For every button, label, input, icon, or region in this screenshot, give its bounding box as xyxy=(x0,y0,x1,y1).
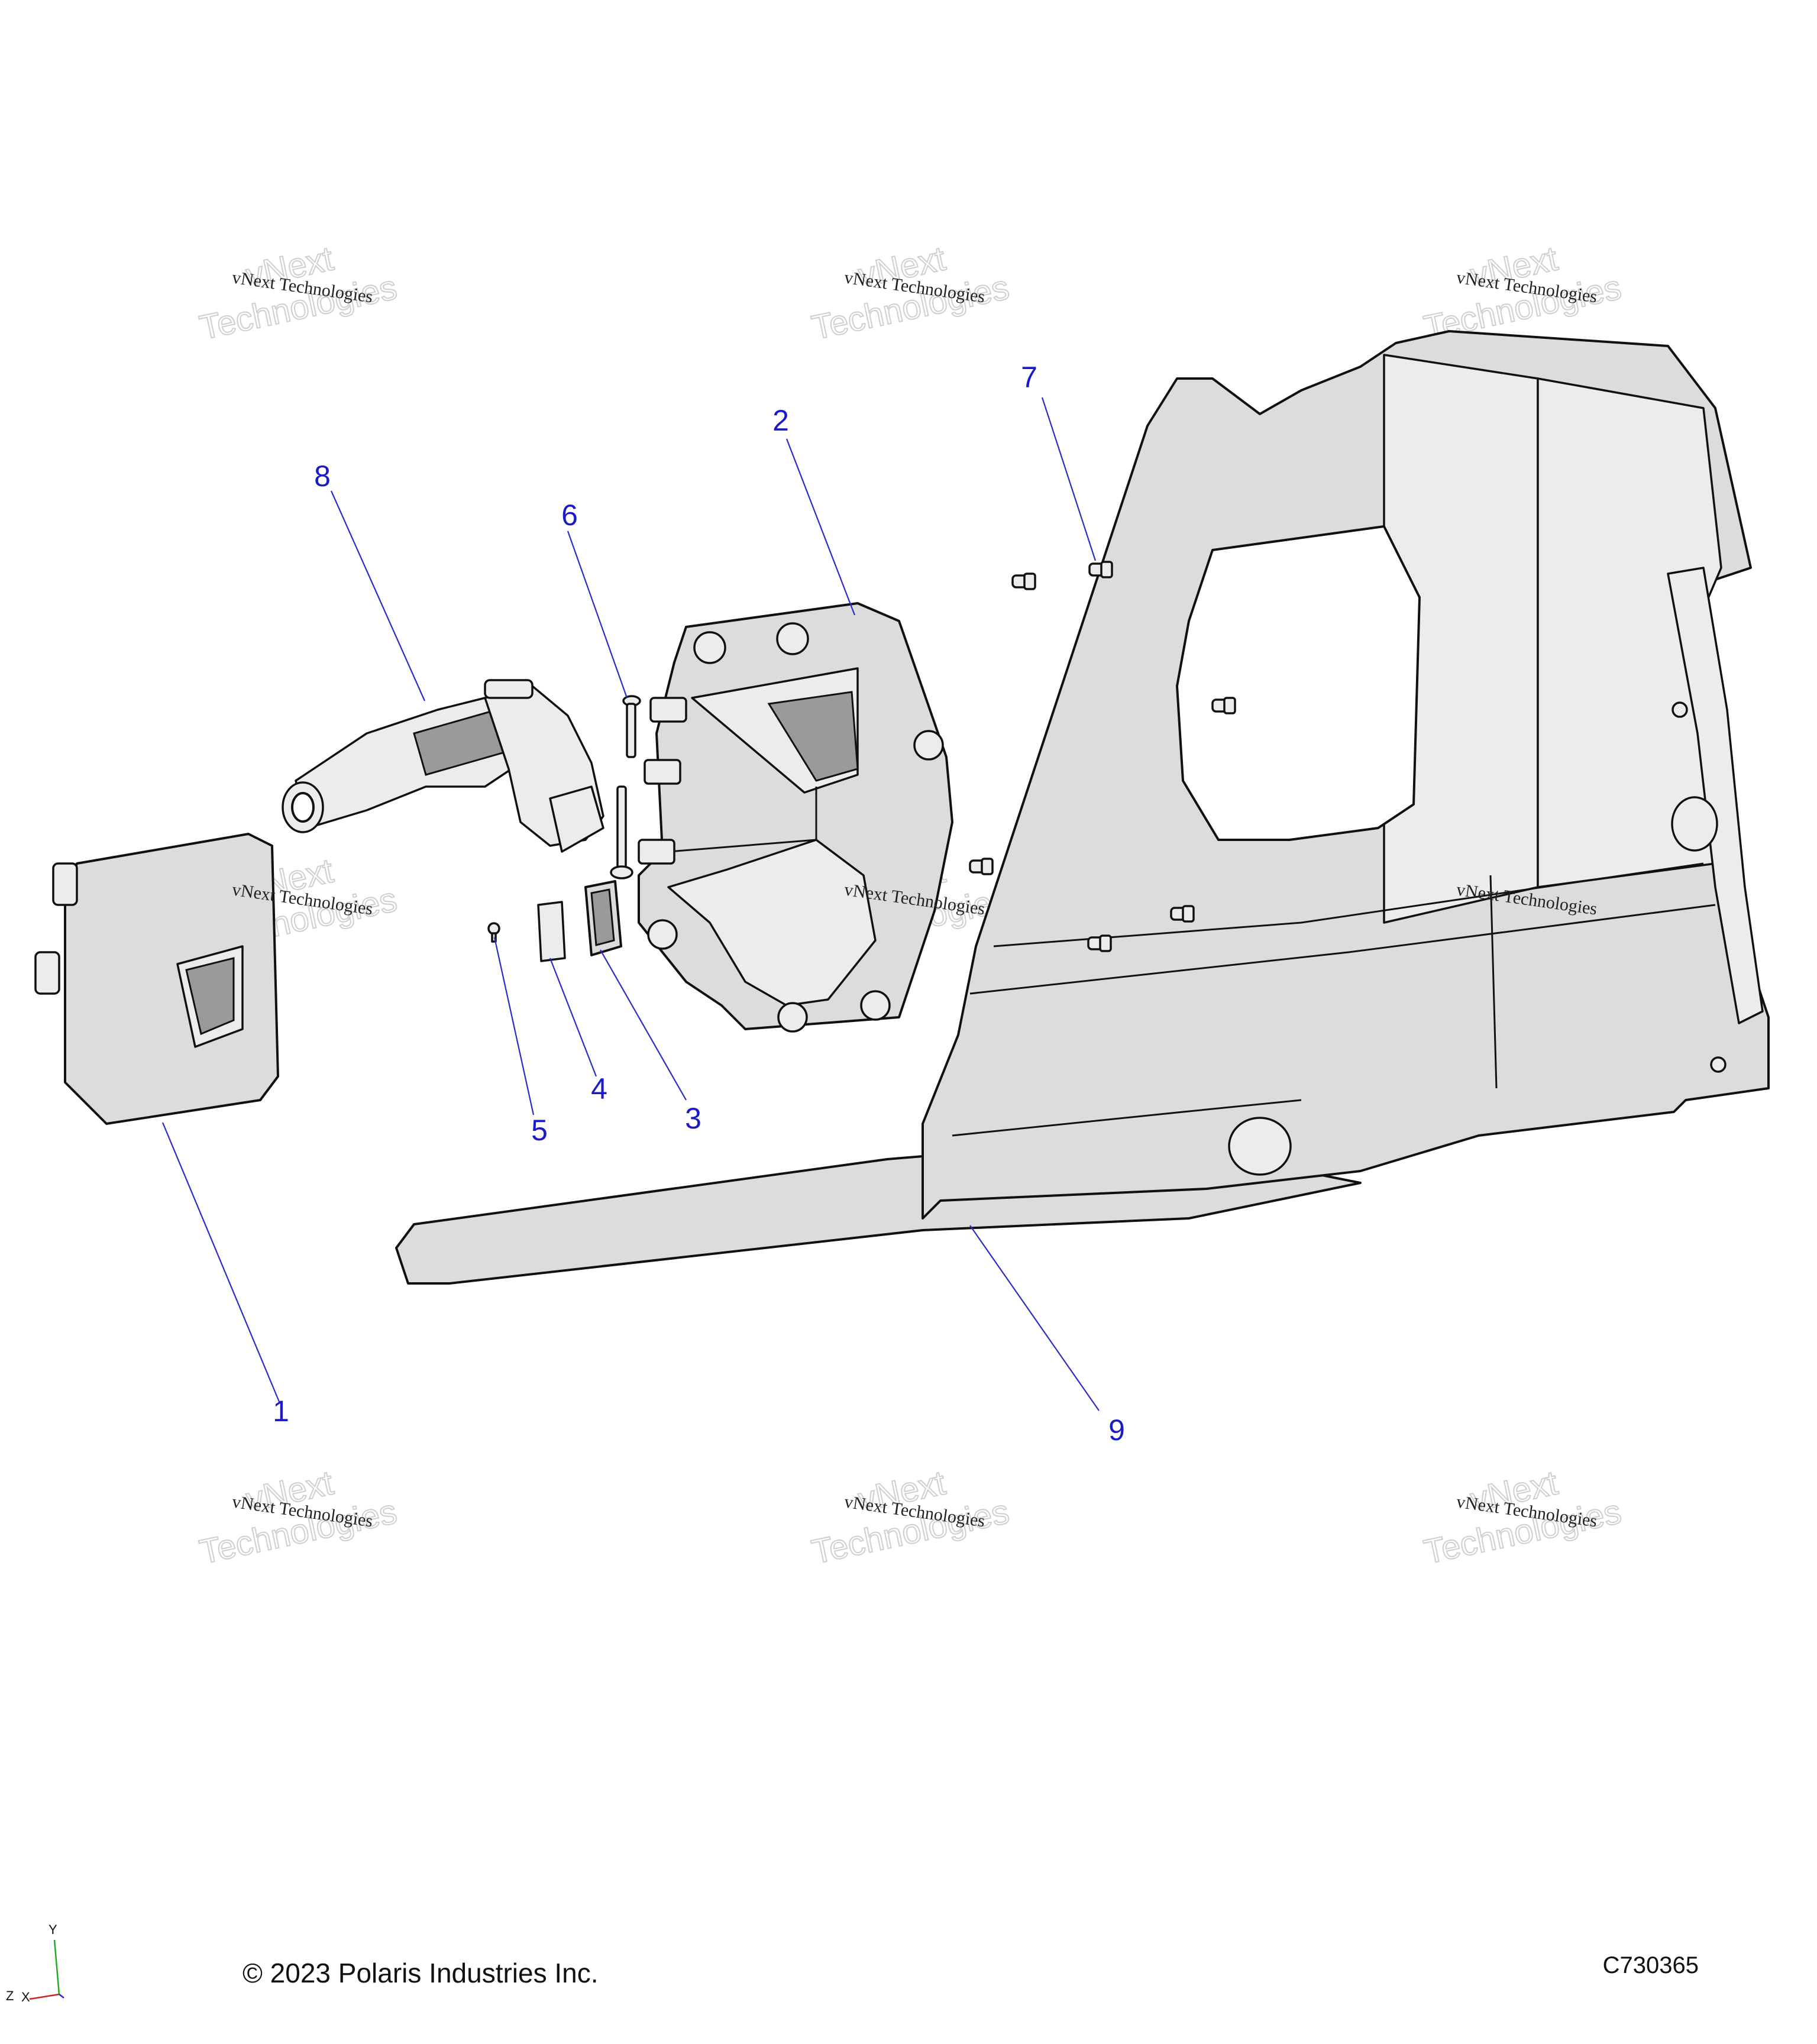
axis-x-label: X xyxy=(21,1990,30,2004)
part-2-charge-port-housing xyxy=(638,602,953,1033)
axis-x-line xyxy=(29,1993,60,2000)
leader-lines xyxy=(161,397,1100,1411)
axis-triad: Y Z X xyxy=(6,1922,64,2004)
callout-6: 6 xyxy=(561,499,578,532)
callout-7: 7 xyxy=(1021,361,1037,394)
part-6-hinge-pin xyxy=(610,695,641,879)
drawing-code: C730365 xyxy=(1603,1952,1699,1978)
part-3-latch-module xyxy=(584,880,622,956)
part-7-screws xyxy=(1011,561,1113,590)
copyright-text: © 2023 Polaris Industries Inc. xyxy=(243,1958,599,1988)
callout-4: 4 xyxy=(591,1072,607,1105)
callout-8: 8 xyxy=(314,460,331,493)
part-5-screw xyxy=(487,922,500,943)
axis-y-line xyxy=(53,1939,60,1995)
screw-icon xyxy=(1011,573,1036,590)
part-9-body-panel xyxy=(395,330,1770,1285)
screw-icon xyxy=(1211,697,1236,714)
screw-icon xyxy=(969,858,994,875)
part-8-charge-plug xyxy=(282,679,604,853)
callout-9: 9 xyxy=(1108,1414,1125,1447)
callout-5: 5 xyxy=(531,1114,548,1147)
part-1-charge-door xyxy=(34,833,279,1125)
callout-1: 1 xyxy=(273,1395,289,1428)
axis-y-label: Y xyxy=(49,1922,57,1937)
callout-2: 2 xyxy=(772,404,789,437)
watermark-top-right: vNext Technologies xyxy=(1420,238,1625,348)
screw-icon xyxy=(1087,934,1112,952)
part-4-plate xyxy=(537,901,566,962)
callouts: 1 2 3 4 5 6 7 8 9 xyxy=(273,361,1125,1447)
screw-icon xyxy=(1088,561,1113,578)
callout-3: 3 xyxy=(685,1102,701,1135)
axis-z-label: Z xyxy=(6,1988,14,2003)
screw-icon xyxy=(1170,905,1195,923)
axis-z-line xyxy=(59,1994,64,1998)
